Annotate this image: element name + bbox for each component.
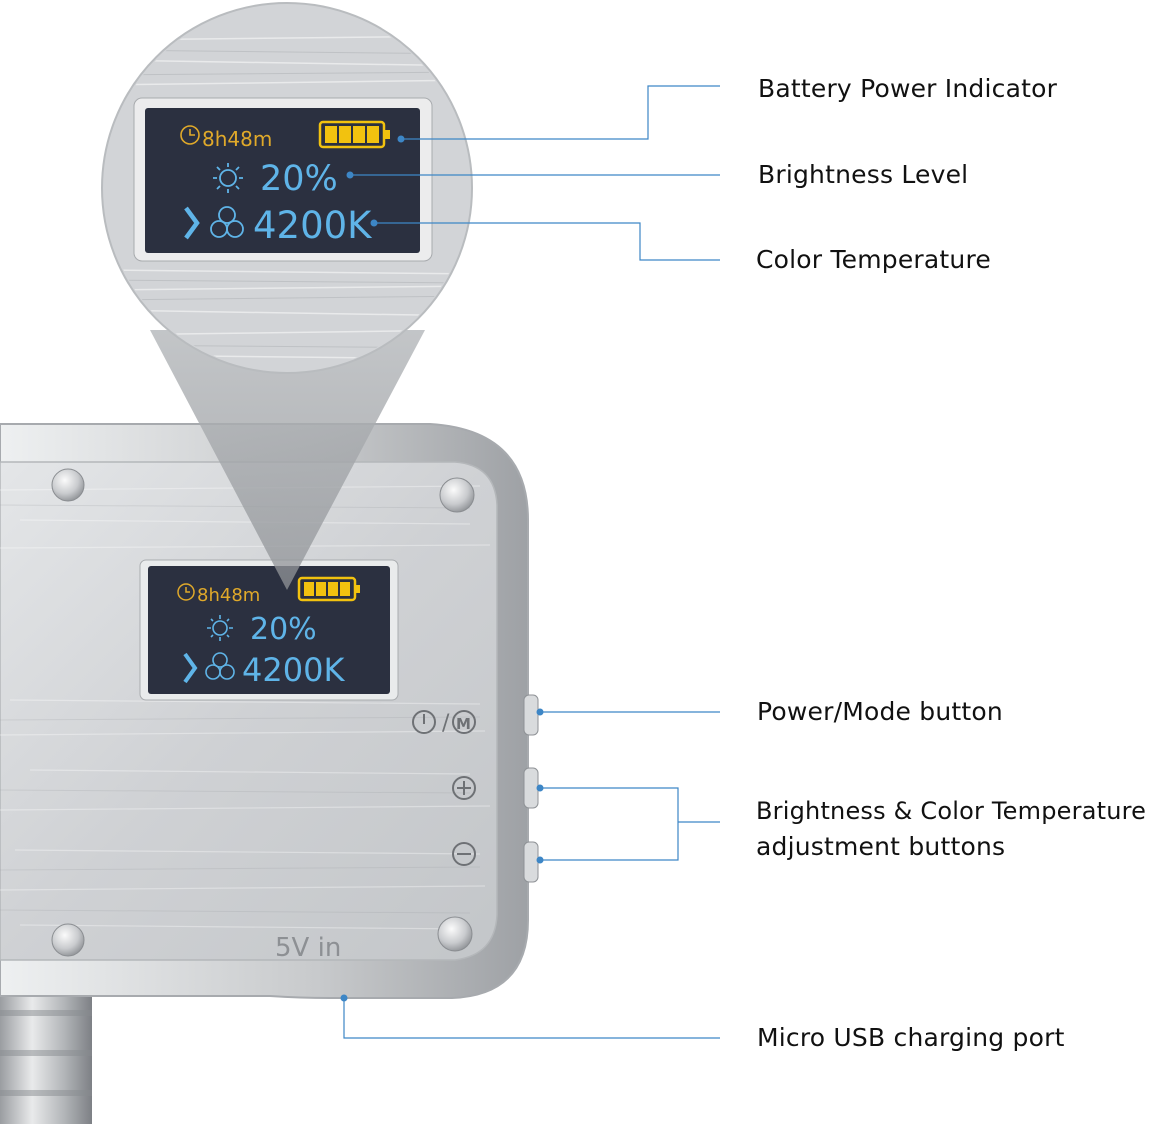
svg-text:20%: 20% xyxy=(260,159,338,199)
usb-label: Micro USB charging port xyxy=(757,1023,1065,1052)
svg-text:4200K: 4200K xyxy=(242,651,345,689)
zoom-cone xyxy=(150,330,425,590)
brightness-label: Brightness Level xyxy=(758,160,969,189)
chevron-right-icon xyxy=(184,206,200,240)
zoomed-screen-content: 8h48m 20% 4200K xyxy=(180,120,390,247)
svg-text:4200K: 4200K xyxy=(253,204,373,247)
screw xyxy=(51,923,85,957)
zoomed-screen xyxy=(145,108,420,253)
leader-dots xyxy=(340,135,544,1002)
battery-icon xyxy=(318,120,390,149)
screw xyxy=(51,468,85,502)
clock-icon xyxy=(180,125,200,145)
battery-label: Battery Power Indicator xyxy=(758,74,1058,103)
screw xyxy=(439,477,475,513)
chevron-right-icon xyxy=(183,652,198,684)
mode-icon: M xyxy=(452,710,476,734)
adjust-label-line2: adjustment buttons xyxy=(756,832,1006,861)
device-body: / M 5V in 8h48m xyxy=(0,423,539,1124)
minus-button[interactable] xyxy=(523,841,539,883)
power-icon xyxy=(412,710,436,734)
device-screen xyxy=(148,566,390,694)
minus-icon xyxy=(452,842,476,866)
screw xyxy=(437,916,473,952)
color-temp-label: Color Temperature xyxy=(756,245,991,274)
svg-text:/: / xyxy=(442,711,450,736)
battery-icon xyxy=(297,576,360,602)
power-mode-button[interactable] xyxy=(523,694,539,736)
mount-knob xyxy=(0,995,92,1124)
svg-text:8h48m: 8h48m xyxy=(197,585,260,606)
sun-icon xyxy=(207,615,233,641)
device-screen-content: 8h48m 20% 4200K xyxy=(177,576,360,689)
rgb-circles-icon xyxy=(210,206,244,238)
sun-icon xyxy=(213,163,243,193)
power-mode-label: Power/Mode button xyxy=(757,697,1003,726)
svg-text:8h48m: 8h48m xyxy=(202,127,272,151)
leader-lines xyxy=(343,85,720,1039)
clock-icon xyxy=(177,583,195,601)
adjust-label-line1: Brightness & Color Temperature xyxy=(756,797,1147,825)
svg-text:20%: 20% xyxy=(250,612,317,647)
svg-text:M: M xyxy=(456,715,471,733)
plus-button[interactable] xyxy=(523,767,539,809)
zoom-magnifier: 8h48m 20% 4200K xyxy=(101,2,473,374)
rgb-circles-icon xyxy=(205,652,235,680)
port-label: 5V in xyxy=(275,933,341,963)
plus-icon xyxy=(452,776,476,800)
